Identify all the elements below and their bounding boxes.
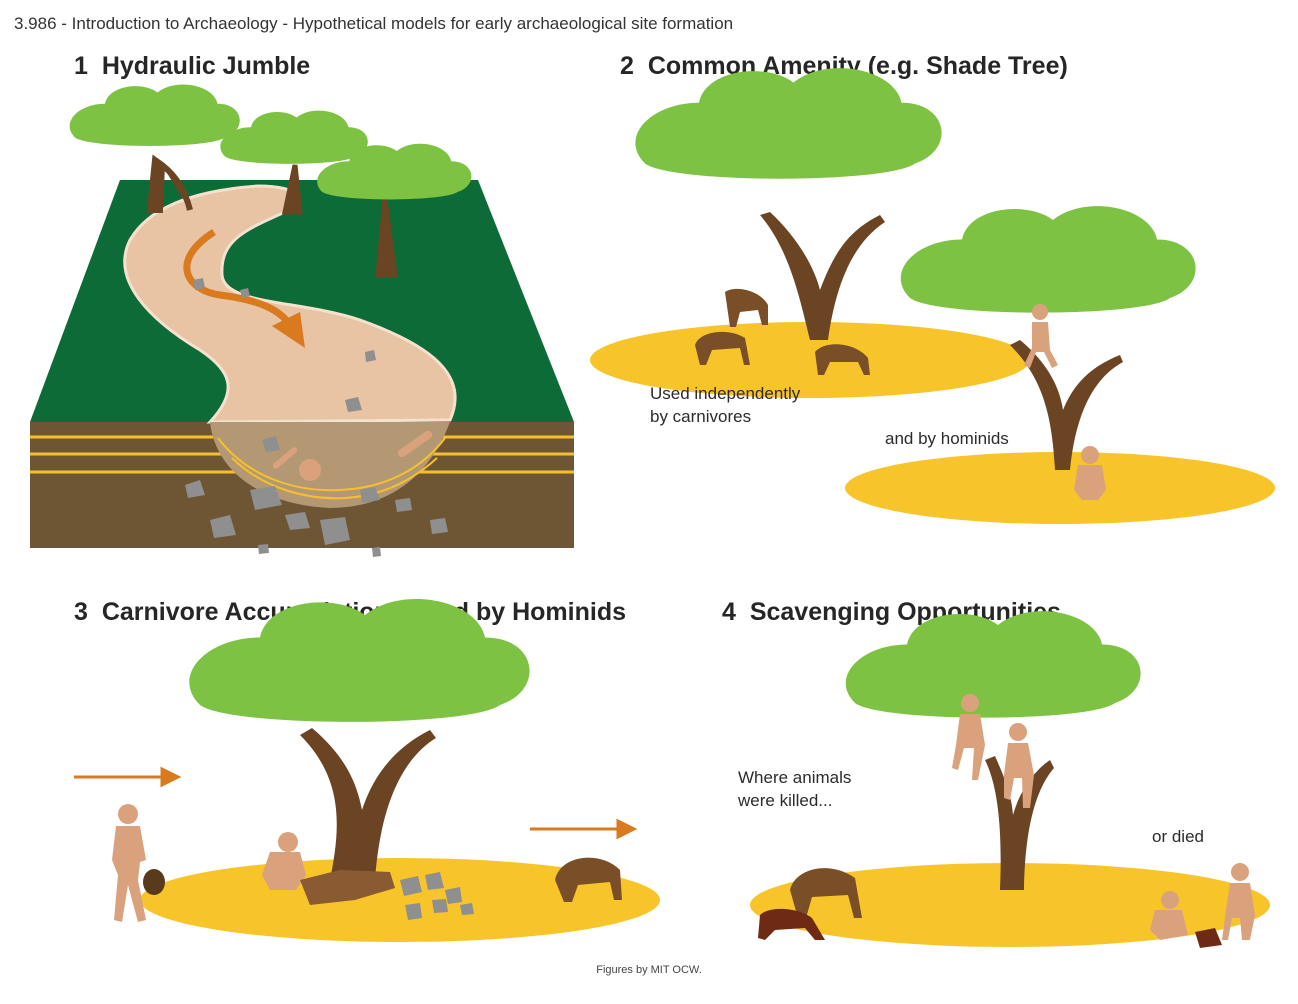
panel-3-illustration <box>74 599 660 942</box>
flow-arrow-shaft <box>183 229 293 328</box>
figure-credit: Figures by MIT OCW. <box>596 964 702 976</box>
channel-strata <box>217 437 446 500</box>
panel-1-number: 1 <box>74 52 88 80</box>
panel-1-title-text: Hydraulic Jumble <box>101 52 311 80</box>
tree-hominids <box>952 694 1034 808</box>
caption-killed-line1: Where animals <box>738 768 852 787</box>
tree-1c <box>317 143 472 278</box>
tree-3 <box>189 599 530 880</box>
hyena-3 <box>725 288 768 327</box>
hyena-figures <box>695 288 870 375</box>
caption-hominids: and by hominids <box>885 429 1009 448</box>
ground-patch-hominids <box>845 452 1275 524</box>
caption-carnivores: Used independently by carnivores <box>650 382 800 428</box>
hyena-panel-4 <box>790 868 862 918</box>
caption-carnivores-line1: Used independently <box>650 384 801 403</box>
tree-1b <box>220 110 368 215</box>
tree-2b <box>900 206 1196 470</box>
panel-3-number: 3 <box>74 598 88 626</box>
arrow-right <box>530 818 638 840</box>
walking-hominid <box>112 804 146 922</box>
hyena-panel-3 <box>555 857 622 902</box>
hyena-2 <box>815 344 870 375</box>
panel-4-number: 4 <box>722 598 736 626</box>
arrow-left <box>74 766 182 788</box>
caption-carnivores-line2: by carnivores <box>650 407 752 426</box>
ground-patch-4 <box>750 863 1270 947</box>
hominid-figures <box>1024 304 1106 500</box>
carcass-left <box>758 908 825 940</box>
tree-2a <box>635 68 942 340</box>
hyena-1 <box>695 331 750 365</box>
carcass-right <box>1195 928 1222 948</box>
panel-4-illustration <box>750 611 1270 948</box>
crouching-hominid <box>262 832 306 890</box>
stream-channel <box>123 184 457 424</box>
rocks <box>185 278 448 557</box>
ground-hominids <box>1150 863 1255 940</box>
panel-1-title: 1 Hydraulic Jumble <box>74 52 310 81</box>
page-header: 3.986 - Introduction to Archaeology - Hy… <box>14 14 734 33</box>
caption-killed-line2: were killed... <box>738 791 833 810</box>
tree-1a <box>69 84 240 213</box>
tree-4 <box>845 611 1141 890</box>
carcass <box>300 870 395 905</box>
panel-2-illustration <box>590 68 1275 524</box>
carried-bag <box>143 869 165 895</box>
panel-2-number: 2 <box>620 52 634 80</box>
rock-pile <box>400 872 474 920</box>
flow-arrow-head <box>272 312 305 348</box>
panel-1-illustration <box>30 84 574 557</box>
caption-killed: Where animals were killed... <box>738 766 851 812</box>
bones <box>272 430 433 481</box>
caption-died: or died <box>1152 827 1204 846</box>
